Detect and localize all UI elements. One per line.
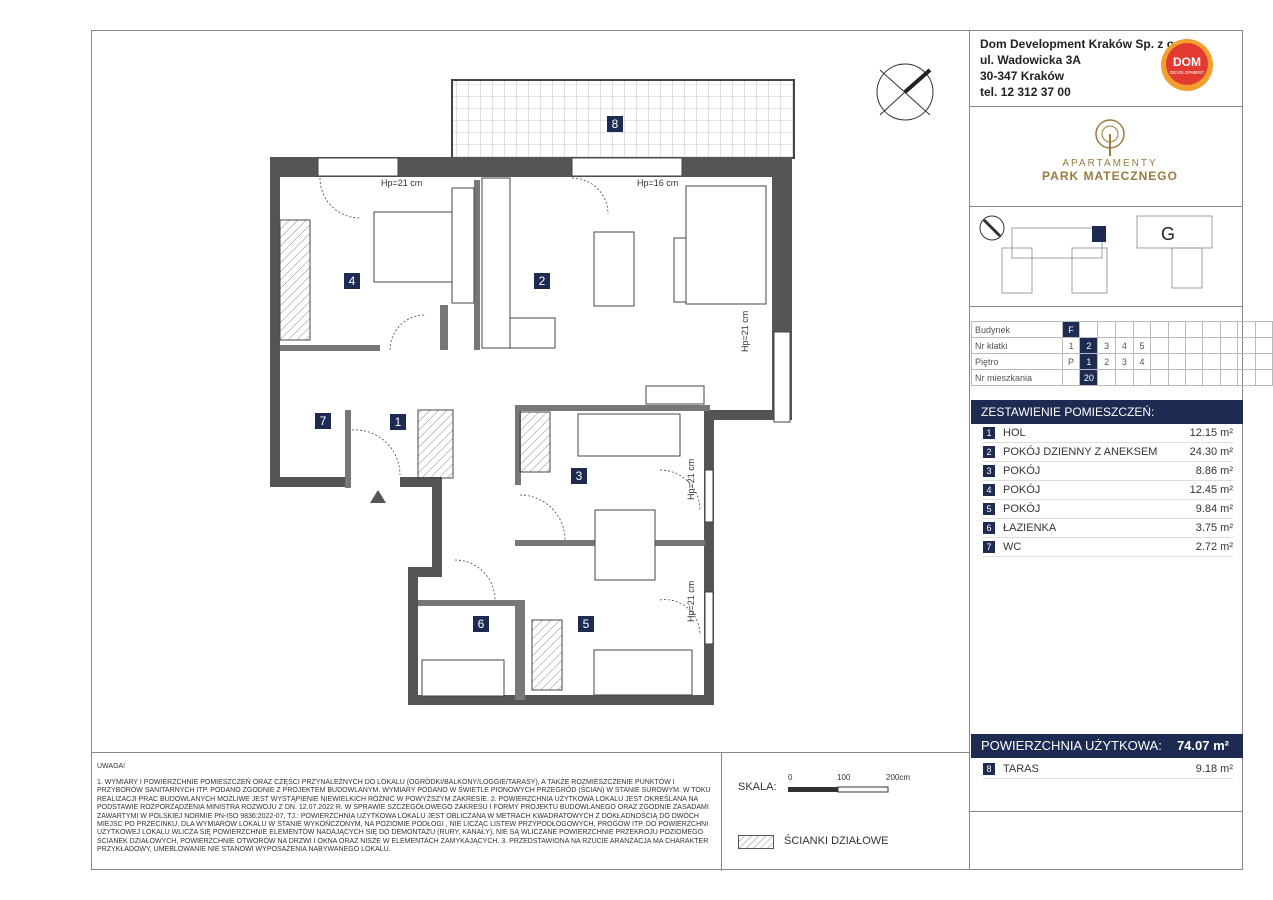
company-phone: tel. 12 312 37 00 xyxy=(980,85,1071,99)
partition-legend-label: ŚCIANKI DZIAŁOWE xyxy=(784,835,889,847)
plan-room-label-1: 1 xyxy=(390,414,406,430)
hp-label: Hp=21 cm xyxy=(686,580,696,622)
scale-tick-200: 200cm xyxy=(886,773,911,782)
scale-bar xyxy=(788,786,889,793)
hp-label: Hp=21 cm xyxy=(381,178,423,188)
dom-development-logo: DOM DEVELOPMENT xyxy=(1161,39,1213,91)
partition-legend-icon xyxy=(738,835,774,849)
company-city: 30-347 Kraków xyxy=(980,69,1065,83)
total-area-bar: POWIERZCHNIA UŻYTKOWA: 74.07 m² xyxy=(971,734,1243,758)
scale-label: SKALA: xyxy=(738,781,777,793)
plan-room-label-4: 4 xyxy=(344,273,360,289)
svg-text:G: G xyxy=(1161,224,1175,244)
scale-tick-0: 0 xyxy=(788,773,793,782)
hp-label: Hp=21 cm xyxy=(740,310,750,352)
notes-section: UWAGA! 1. WYMIARY I POWIERZCHNIE POMIESZ… xyxy=(91,752,721,871)
sheet-frame xyxy=(91,30,1243,870)
floor-plan xyxy=(270,63,934,705)
plan-room-label-3: 3 xyxy=(571,468,587,484)
hp-label: Hp=16 cm xyxy=(637,178,679,188)
project-name-line1: APARTAMENTY xyxy=(1062,158,1158,169)
total-area-label: POWIERZCHNIA UŻYTKOWA: xyxy=(981,738,1162,753)
tree-icon xyxy=(1095,119,1125,156)
hp-label: Hp=21 cm xyxy=(686,458,696,500)
plan-room-label-2: 2 xyxy=(534,273,550,289)
key-plan: G xyxy=(979,215,1213,294)
notes-text: 1. WYMIARY I POWIERZCHNIE POMIESZCZEŃ OR… xyxy=(97,779,711,854)
scale-tick-100: 100 xyxy=(837,773,851,782)
project-logo: APARTAMENTY PARK MATECZNEGO xyxy=(1040,118,1180,183)
svg-text:DEVELOPMENT: DEVELOPMENT xyxy=(1170,70,1204,75)
info-panel xyxy=(969,30,1244,870)
plan-room-label-5: 5 xyxy=(578,616,594,632)
company-name: Dom Development Kraków Sp. z o.o. xyxy=(980,37,1189,51)
scale-section: SKALA: 0 100 200cm ŚCIANKI DZIAŁOWE xyxy=(721,752,970,871)
north-arrow-icon xyxy=(876,63,934,121)
rooms-header: ZESTAWIENIE POMIESZCZEŃ: xyxy=(971,400,1243,424)
plan-room-label-6: 6 xyxy=(473,616,489,632)
project-name-line2: PARK MATECZNEGO xyxy=(1042,169,1178,183)
total-area-value: 74.07 m² xyxy=(1176,738,1229,753)
entrance-marker xyxy=(370,490,386,503)
company-street: ul. Wadowicka 3A xyxy=(980,53,1081,67)
plan-room-label-8: 8 xyxy=(607,116,623,132)
notes-header: UWAGA! xyxy=(97,763,126,770)
company-info: Dom Development Kraków Sp. z o.o. ul. Wa… xyxy=(980,36,1188,100)
svg-text:DOM: DOM xyxy=(1173,55,1201,69)
terrace xyxy=(451,79,795,159)
plan-room-label-7: 7 xyxy=(315,413,331,429)
